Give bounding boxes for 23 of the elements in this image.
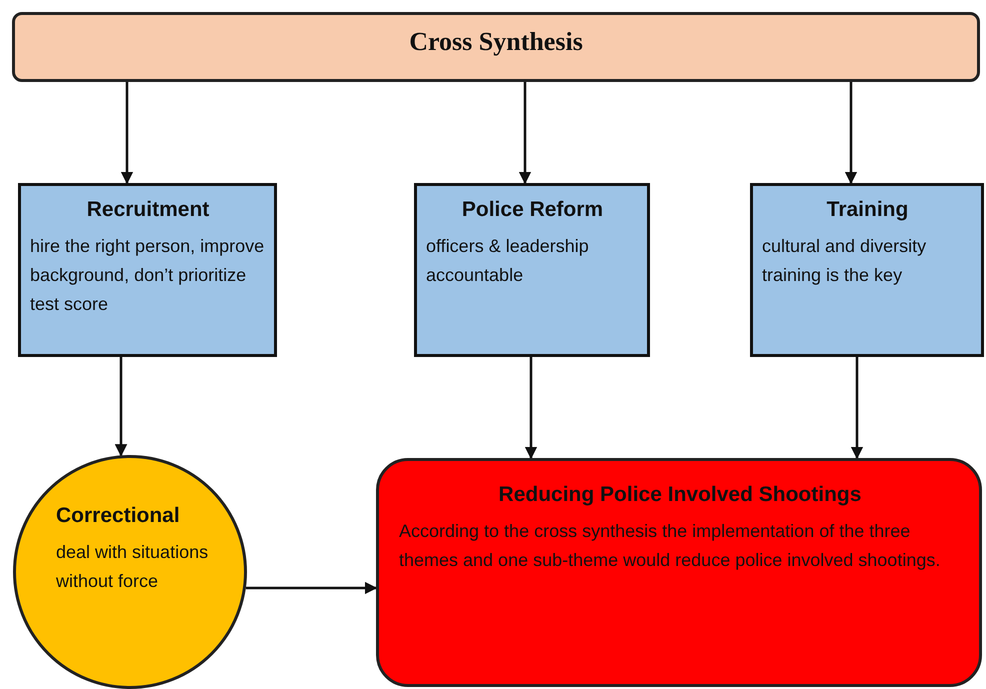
node-heading: Reducing Police Involved Shootings: [498, 483, 862, 507]
node-heading: Correctional: [56, 504, 181, 528]
process-box: [18, 183, 277, 357]
process-box: [750, 183, 984, 357]
arrow: [518, 82, 532, 184]
node-heading: Cross Synthesis: [408, 27, 584, 57]
title-banner: [12, 12, 980, 82]
node-heading: Recruitment: [86, 198, 210, 222]
arrow: [114, 357, 128, 457]
node-description: hire the right person, improve background, don’t prioritize test score: [30, 235, 266, 316]
node-heading: Training: [826, 198, 910, 222]
arrow: [524, 357, 538, 460]
arrow: [246, 582, 378, 594]
node-description: officers & leadership accountable: [426, 235, 590, 287]
node-description: According to the cross synthesis the implementation of the three themes and one sub-theme would reduce police involved shootings.: [399, 520, 942, 572]
node-description: cultural and diversity training is the key: [762, 235, 928, 287]
outcome-box: [376, 458, 982, 687]
arrow: [844, 82, 858, 184]
node-description: deal with situations without force: [56, 541, 210, 593]
process-box: [414, 183, 650, 357]
arrow: [850, 357, 864, 460]
node-heading: Police Reform: [460, 198, 604, 222]
arrow: [120, 82, 134, 184]
